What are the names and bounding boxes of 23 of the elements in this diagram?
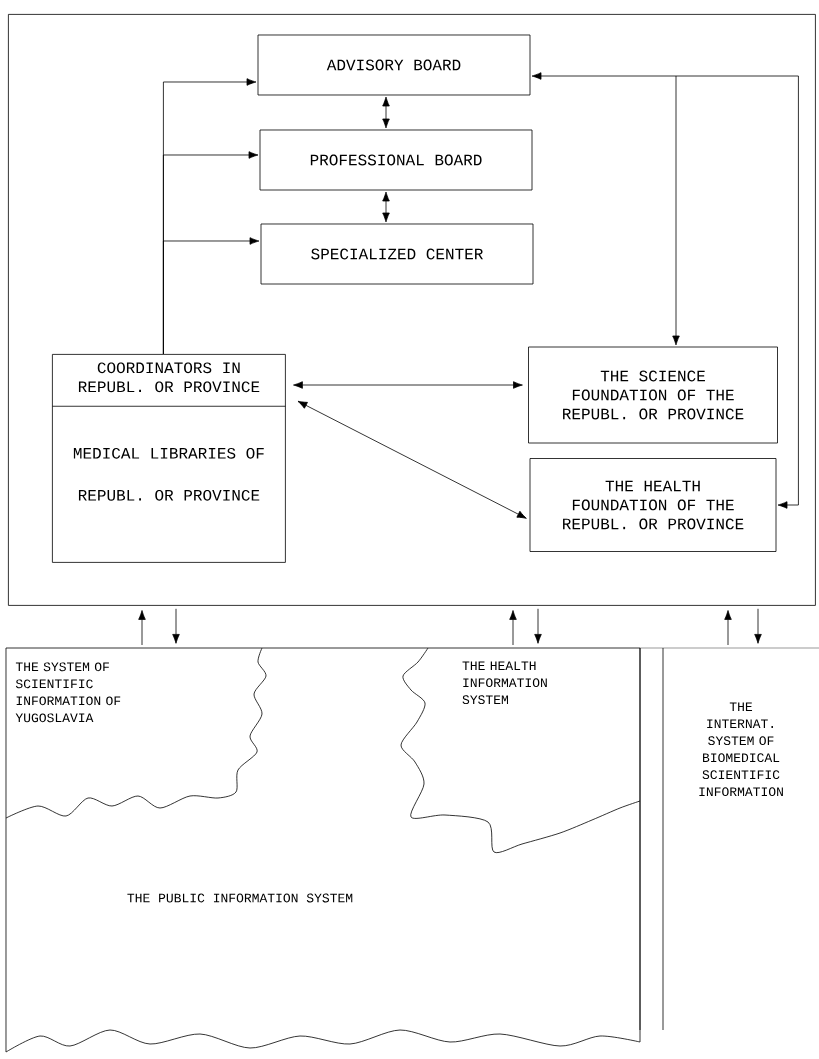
arrow <box>297 400 527 519</box>
arrow <box>724 610 732 646</box>
arrow <box>754 608 762 644</box>
arrow <box>531 72 799 509</box>
arrow <box>534 608 542 644</box>
org-box: PROFESSIONAL BOARD <box>259 129 533 191</box>
arrow <box>382 191 390 223</box>
arrow <box>138 610 146 646</box>
org-box: SPECIALIZED CENTER <box>260 223 534 285</box>
system-region: THE SYSTEM OF SCIENTIFIC INFORMATION OF YUGOSLAVIA <box>5 647 267 819</box>
org-box: ADVISORY BOARD <box>257 34 531 96</box>
arrow <box>672 75 680 346</box>
arrow <box>293 381 523 389</box>
arrow <box>509 610 517 646</box>
arrow <box>163 237 260 355</box>
org-box: THE SCIENCE FOUNDATION OF THE REPUBL. OR PROVINCE <box>528 346 778 444</box>
frame-box <box>8 14 816 606</box>
org-box: THE HEALTH FOUNDATION OF THE REPUBL. OR PROVINCE <box>529 458 777 552</box>
org-box: COORDINATORS IN REPUBL. OR PROVINCE MEDICAL LIBRARIES OF REPUBL. OR PROVINCE <box>52 354 286 563</box>
system-region: THE HEALTH INFORMATION SYSTEM <box>400 647 641 854</box>
arrow <box>172 608 180 644</box>
system-region: THE INTERNAT. SYSTEM OF BIOMEDICAL SCIENTIFIC INFORMATION <box>639 647 819 1031</box>
arrow <box>382 96 390 129</box>
